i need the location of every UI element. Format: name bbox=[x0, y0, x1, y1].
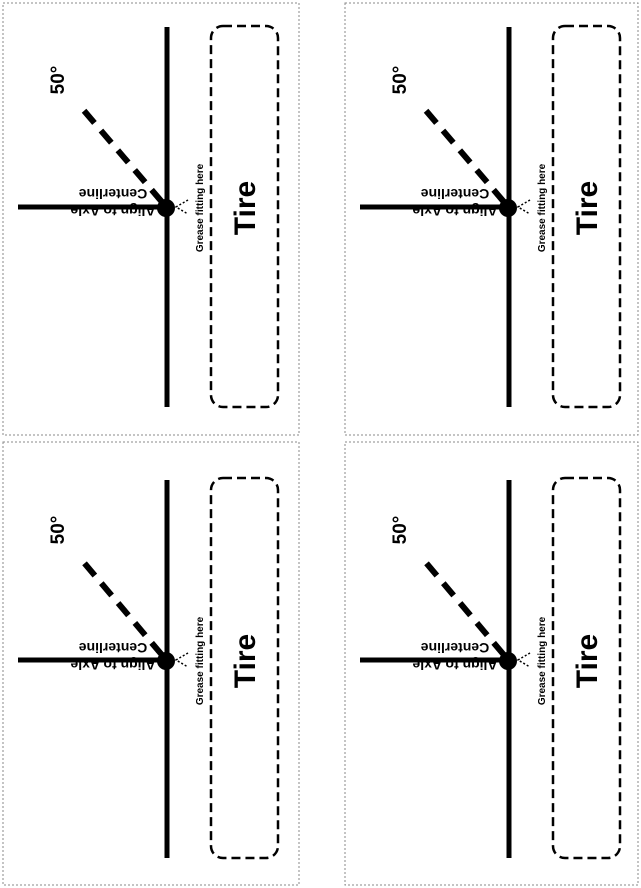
grease-fitting-arrow bbox=[516, 652, 531, 668]
panel-border bbox=[344, 2, 639, 436]
tire-outline bbox=[551, 476, 622, 860]
align-label-line1: Align to Axle bbox=[70, 657, 155, 673]
panel-bottom-right: Align to Axle Centerline 50° Grease fitt… bbox=[344, 441, 639, 886]
tire-outline bbox=[209, 24, 280, 409]
angle-arm-dashed bbox=[419, 104, 507, 204]
angle-label: 50° bbox=[48, 66, 69, 95]
grease-fitting-label: Grease fitting here bbox=[195, 616, 206, 705]
tire-label: Tire bbox=[571, 181, 604, 235]
pivot-point bbox=[157, 199, 175, 217]
tire-outline bbox=[209, 476, 280, 860]
angle-arm-dashed bbox=[77, 104, 165, 204]
grease-fitting-label: Grease fitting here bbox=[537, 616, 548, 705]
angle-label: 50° bbox=[390, 516, 411, 545]
angle-label: 50° bbox=[390, 66, 411, 95]
tire-outline bbox=[551, 24, 622, 409]
align-label-line2: Centerline bbox=[79, 640, 148, 656]
align-label-line2: Centerline bbox=[79, 186, 148, 202]
angle-arm-dashed bbox=[77, 556, 165, 657]
tire-label: Tire bbox=[229, 181, 262, 235]
pivot-point bbox=[157, 652, 175, 670]
align-label-line1: Align to Axle bbox=[412, 657, 497, 673]
panel-top-left: Align to Axle Centerline 50° Grease fitt… bbox=[2, 2, 300, 436]
grease-fitting-arrow bbox=[174, 199, 189, 215]
align-label-line2: Centerline bbox=[421, 640, 490, 656]
align-label-line2: Centerline bbox=[421, 186, 490, 202]
align-label-line1: Align to Axle bbox=[70, 203, 155, 219]
tire-label: Tire bbox=[571, 634, 604, 688]
pivot-point bbox=[499, 652, 517, 670]
panel-bottom-left: Align to Axle Centerline 50° Grease fitt… bbox=[2, 441, 300, 886]
panel-border bbox=[2, 2, 300, 436]
panel-top-right: Align to Axle Centerline 50° Grease fitt… bbox=[344, 2, 639, 436]
grease-fitting-arrow bbox=[174, 652, 189, 668]
panel-border bbox=[2, 441, 300, 886]
tire-label: Tire bbox=[229, 634, 262, 688]
grease-fitting-arrow bbox=[516, 199, 531, 215]
angle-arm-dashed bbox=[419, 556, 507, 657]
angle-label: 50° bbox=[48, 516, 69, 545]
grease-fitting-label: Grease fitting here bbox=[537, 163, 548, 252]
grease-fitting-label: Grease fitting here bbox=[195, 163, 206, 252]
pivot-point bbox=[499, 199, 517, 217]
align-label-line1: Align to Axle bbox=[412, 203, 497, 219]
